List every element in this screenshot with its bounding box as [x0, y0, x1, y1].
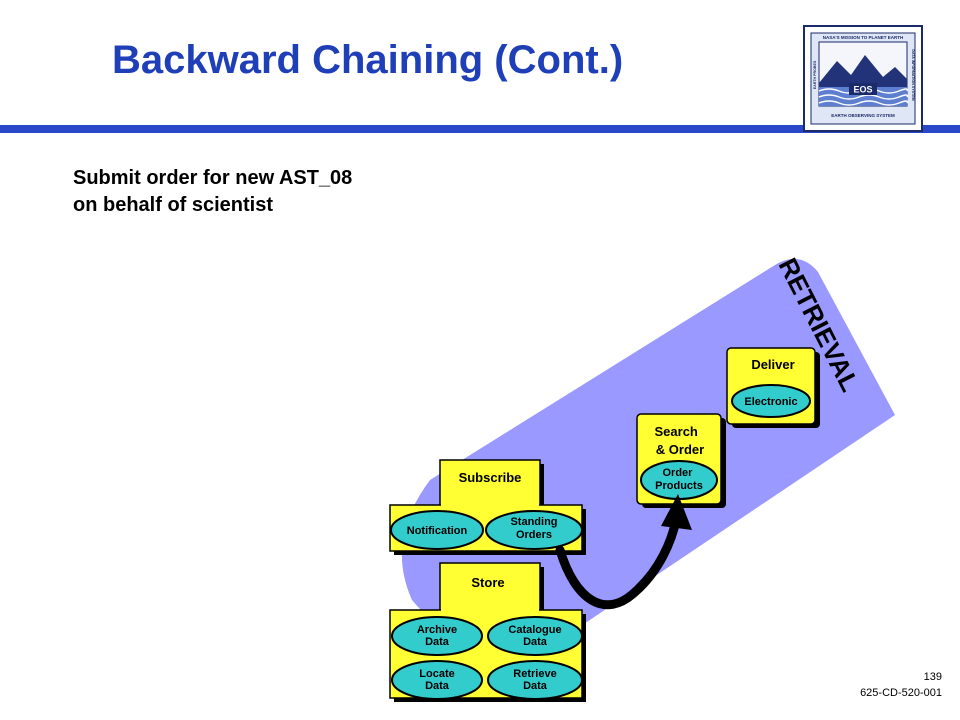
notification-label: Notification	[407, 525, 468, 537]
logo-bottom-text: EARTH OBSERVING SYSTEM	[831, 113, 895, 118]
subtitle-line-2: on behalf of scientist	[73, 194, 274, 216]
slide-subtitle: Submit order for new AST_08 on behalf of…	[73, 165, 352, 219]
logo-center-text: EOS	[853, 85, 872, 95]
footer: 139 625-CD-520-001	[860, 669, 942, 701]
deliver-group: Deliver Electronic	[726, 347, 820, 428]
order-products-label: Order Products	[655, 467, 703, 492]
logo-top-text: NASA'S MISSION TO PLANET EARTH	[823, 35, 904, 40]
logo-right-text: DATA INFORMATION SYSTEM	[911, 49, 915, 100]
subscribe-to-search-order-arrow	[555, 494, 692, 610]
slide-title: Backward Chaining (Cont.)	[112, 38, 624, 82]
electronic-label: Electronic	[744, 396, 797, 408]
eos-logo: NASA'S MISSION TO PLANET EARTH EOS EARTH…	[803, 25, 923, 132]
deliver-label: Deliver	[751, 357, 794, 372]
store-label: Store	[471, 575, 504, 590]
document-id: 625-CD-520-001	[860, 687, 942, 699]
subtitle-line-1: Submit order for new AST_08	[73, 167, 353, 189]
subscribe-label: Subscribe	[459, 470, 522, 485]
title-rule	[0, 125, 960, 133]
notification-oval: Notification	[390, 510, 484, 550]
search-order-group: Search & Order Order Products	[636, 413, 726, 508]
order-products-oval: Order Products	[640, 460, 718, 500]
page-number: 139	[923, 671, 942, 683]
electronic-oval: Electronic	[731, 384, 811, 418]
search-order-label: Search & Order	[655, 424, 705, 457]
logo-left-text: EARTH PROBES	[813, 60, 817, 89]
